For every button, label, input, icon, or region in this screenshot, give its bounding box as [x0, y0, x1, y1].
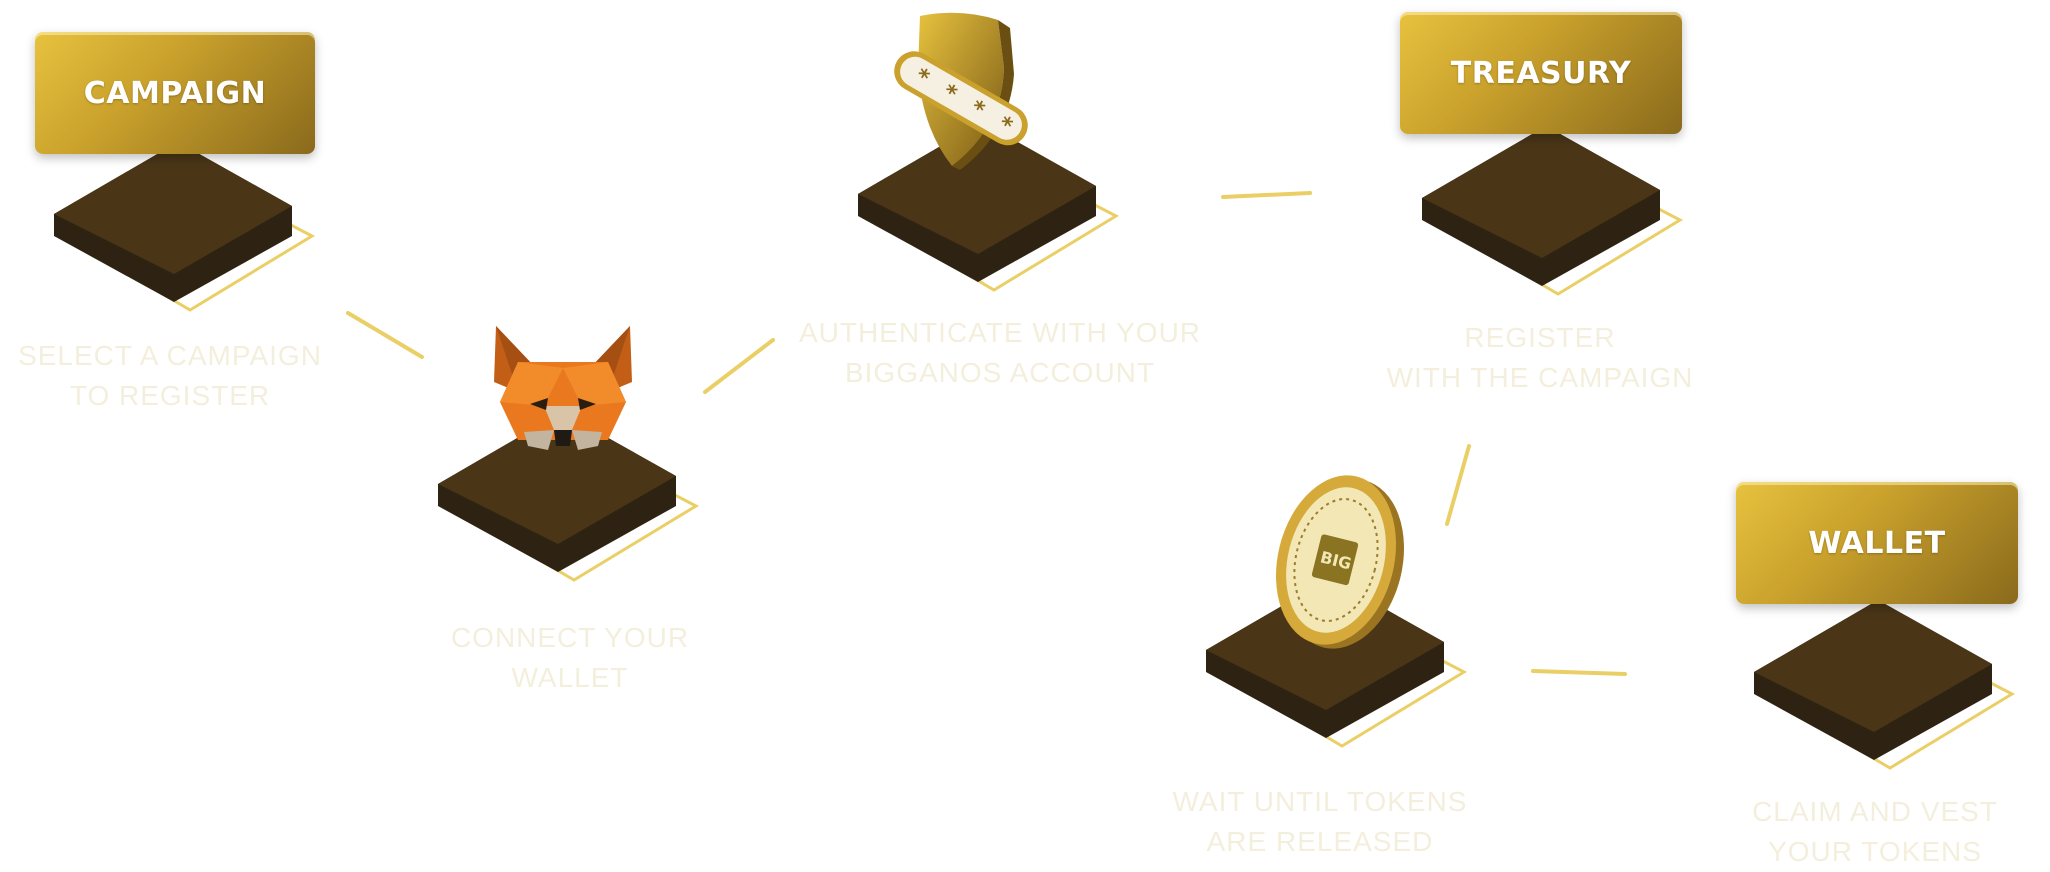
- step-authenticate: * * * * AUTHENTICATE WITH YOUR BIGGANOS …: [780, 0, 1220, 420]
- step-caption: WAIT UNTIL TOKENS ARE RELEASED: [1150, 782, 1490, 862]
- step-caption: REGISTER WITH THE CAMPAIGN: [1360, 318, 1720, 398]
- connector-line-1: [346, 311, 424, 359]
- connector-line-5: [1531, 669, 1627, 676]
- step-wallet: WALLET CLAIM AND VEST YOUR TOKENS: [1700, 470, 2050, 867]
- caption-line-2: TO REGISTER: [69, 380, 271, 411]
- connector-line-4: [1445, 444, 1471, 526]
- step-treasury: TREASURY REGISTER WITH THE CAMPAIGN: [1360, 0, 1740, 420]
- step-caption: CONNECT YOUR WALLET: [420, 618, 720, 698]
- metamask-fox-icon: [494, 326, 632, 450]
- step-caption: CLAIM AND VEST YOUR TOKENS: [1700, 792, 2050, 872]
- wallet-label: WALLET: [1808, 525, 1946, 561]
- pedestal: [438, 412, 700, 582]
- campaign-label-icon: CAMPAIGN: [35, 32, 315, 154]
- pedestal: [858, 122, 1120, 292]
- step-connect-wallet: CONNECT YOUR WALLET: [420, 300, 750, 700]
- caption-line-2: ARE RELEASED: [1206, 826, 1434, 857]
- wallet-label-icon: WALLET: [1736, 482, 2018, 604]
- caption-line-2: YOUR TOKENS: [1768, 836, 1982, 867]
- step-tokens: BIG WAIT UNTIL TOKENS ARE RELEASED: [1150, 450, 1510, 866]
- bigganos-coin-icon: BIG: [1276, 475, 1404, 649]
- caption-line-1: SELECT A CAMPAIGN: [18, 340, 322, 371]
- step-campaign: CAMPAIGN SELECT A CAMPAIGN TO REGISTER: [0, 0, 360, 420]
- caption-line-1: CONNECT YOUR: [450, 622, 690, 653]
- caption-line-1: CLAIM AND VEST: [1752, 796, 1998, 827]
- caption-line-1: WAIT UNTIL TOKENS: [1172, 786, 1468, 817]
- caption-line-2: WALLET: [511, 662, 629, 693]
- caption-line-2: BIGGANOS ACCOUNT: [844, 357, 1156, 388]
- pedestal: [1754, 600, 2016, 770]
- step-caption: AUTHENTICATE WITH YOUR BIGGANOS ACCOUNT: [790, 313, 1210, 393]
- step-caption: SELECT A CAMPAIGN TO REGISTER: [10, 336, 330, 416]
- shield-password-icon: * * * *: [894, 12, 1028, 170]
- caption-line-2: WITH THE CAMPAIGN: [1386, 362, 1694, 393]
- treasury-label: TREASURY: [1450, 55, 1632, 91]
- treasury-label-icon: TREASURY: [1400, 12, 1682, 134]
- connector-line-3: [1221, 191, 1312, 199]
- caption-line-1: REGISTER: [1464, 322, 1616, 353]
- pedestal: [54, 142, 316, 312]
- caption-line-1: AUTHENTICATE WITH YOUR: [798, 317, 1202, 348]
- pedestal: [1422, 126, 1684, 296]
- connector-line-2: [703, 338, 775, 394]
- campaign-label: CAMPAIGN: [83, 75, 267, 111]
